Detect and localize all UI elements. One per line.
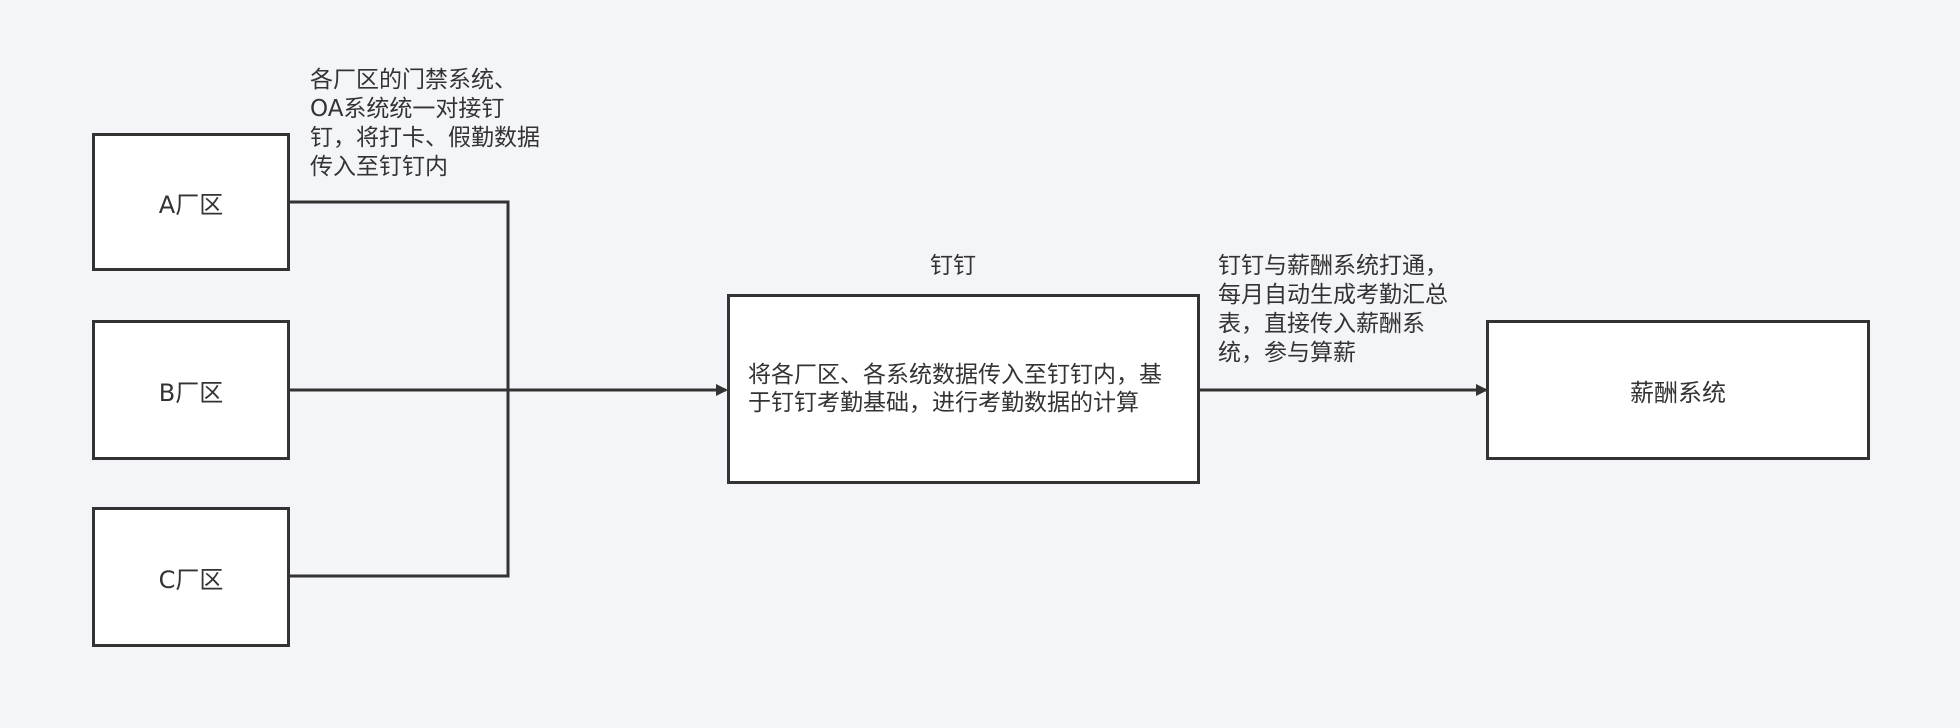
node-b-factory-label: B厂区 <box>158 378 224 407</box>
connector-c-factory <box>290 390 510 578</box>
label-factories-to-dingtalk: 各厂区的门禁系统、OA系统统一对接钉钉，将打卡、假勤数据传入至钉钉内 <box>310 67 540 180</box>
node-b-factory[interactable]: B厂区 <box>92 320 290 460</box>
node-c-factory-label: C厂区 <box>158 565 224 594</box>
node-a-factory-label: A厂区 <box>158 190 224 219</box>
node-c-factory[interactable]: C厂区 <box>92 507 290 647</box>
node-a-factory[interactable]: A厂区 <box>92 133 290 271</box>
node-salary-system[interactable]: 薪酬系统 <box>1486 320 1870 460</box>
node-dingtalk[interactable]: 将各厂区、各系统数据传入至钉钉内，基于钉钉考勤基础，进行考勤数据的计算 <box>727 294 1200 484</box>
node-dingtalk-body: 将各厂区、各系统数据传入至钉钉内，基于钉钉考勤基础，进行考勤数据的计算 <box>748 362 1162 416</box>
node-dingtalk-title: 钉钉 <box>930 253 976 279</box>
label-dingtalk-to-salary: 钉钉与薪酬系统打通，每月自动生成考勤汇总表，直接传入薪酬系统，参与算薪 <box>1218 253 1448 366</box>
node-salary-system-label: 薪酬系统 <box>1630 378 1726 407</box>
connector-a-factory <box>290 200 510 390</box>
